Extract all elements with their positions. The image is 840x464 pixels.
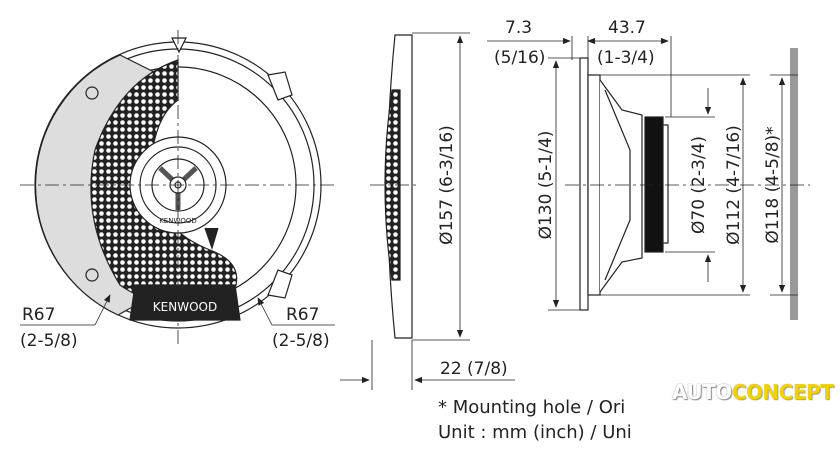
radius-left-inch: (2-5/8) [20,331,78,351]
diameter-70: Ø70 (2-3/4) [689,136,709,234]
diameter-130: Ø130 (5-1/4) [536,131,556,240]
flange-thickness: 7.3 [505,18,532,38]
side-view [340,32,515,390]
logo-auto: AUTO [672,380,732,404]
profile-view [487,36,810,320]
side-diameter: Ø157 (6-3/16) [437,125,457,245]
badge-brand: KENWOOD [153,300,217,314]
radius-right: R67 [286,305,319,325]
mount-depth: 43.7 [608,18,646,38]
radius-left: R67 [22,305,55,325]
side-depth: 22 (7/8) [440,359,508,379]
logo-concept: CONCEPT [731,380,834,404]
note-mounting-hole: * Mounting hole / Ori [438,397,626,418]
diameter-112: Ø112 (4-7/16) [724,125,744,245]
badge [129,284,241,321]
center-brand: KENWOOD [159,217,197,225]
autoconcept-logo: AUTOCONCEPT [672,380,834,404]
flange-thickness-inch: (5/16) [494,48,545,68]
radius-right-inch: (2-5/8) [272,331,330,351]
front-view [20,30,335,345]
diameter-118: Ø118 (4-5/8)* [763,126,783,243]
mounting-wall [790,48,798,320]
mount-depth-inch: (1-3/4) [597,48,655,68]
note-unit: Unit : mm (inch) / Uni [438,422,632,443]
